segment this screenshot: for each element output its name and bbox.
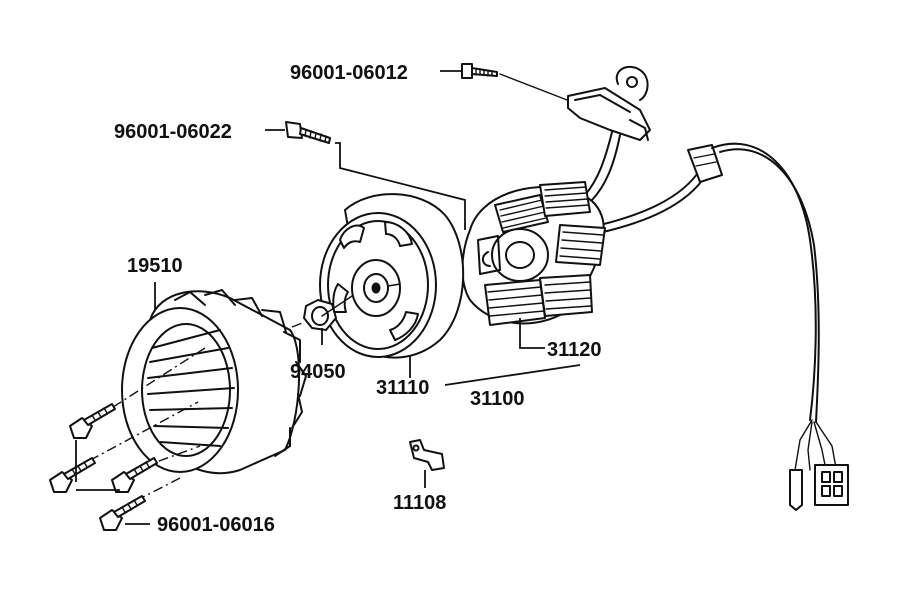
- bolt-96001-06012: [440, 63, 581, 106]
- label-nut-94050: 94050: [290, 361, 346, 383]
- label-bolt-96001-06016: 96001-06016: [157, 514, 275, 536]
- fan-bolt-3: [111, 457, 158, 493]
- stator-31120: [461, 181, 606, 349]
- bolt-96001-06022: [265, 121, 466, 230]
- label-stator-31120: 31120: [547, 339, 602, 361]
- clip-11108: [409, 439, 445, 488]
- assembly-31100-leader: [444, 364, 581, 386]
- nut-94050: [179, 295, 353, 371]
- pickup-coil-and-harness: [567, 65, 849, 511]
- fan-bolts-96001-06016: [49, 403, 158, 531]
- label-fan-19510: 19510: [127, 255, 183, 277]
- label-bolt-96001-06012: 96001-06012: [290, 62, 408, 84]
- fan-bolt-4: [99, 495, 146, 531]
- flywheel-31110: [319, 193, 465, 378]
- label-clip-11108: 11108: [393, 492, 446, 514]
- fan-bolt-1: [69, 403, 116, 439]
- label-flywheel-31110: 31110: [376, 377, 429, 399]
- label-assembly-31100: 31100: [470, 388, 525, 410]
- fan-bolt-2: [49, 457, 96, 493]
- label-bolt-96001-06022: 96001-06022: [114, 121, 232, 143]
- cooling-fan-19510: [71, 282, 307, 511]
